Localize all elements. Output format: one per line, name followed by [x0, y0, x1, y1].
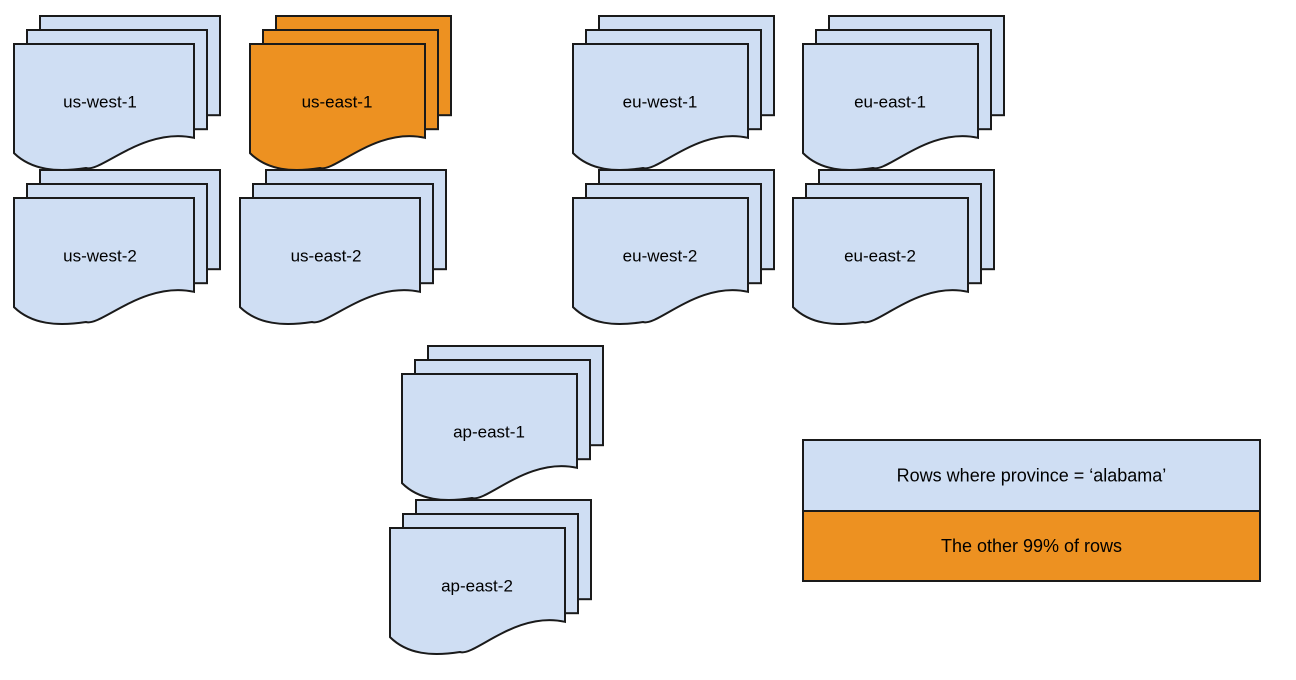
stack-layer-front	[572, 43, 749, 171]
stack-layer-front	[792, 197, 969, 325]
stack-layer-front	[249, 43, 426, 171]
document-stack-us-west-1[interactable]: us-west-1	[13, 15, 221, 171]
stack-layer-front	[13, 197, 195, 325]
document-stack-eu-east-2[interactable]: eu-east-2	[792, 169, 995, 325]
document-stack-eu-west-1[interactable]: eu-west-1	[572, 15, 775, 171]
stack-layer-front	[389, 527, 566, 655]
document-stack-eu-west-2[interactable]: eu-west-2	[572, 169, 775, 325]
stack-layer-front	[239, 197, 421, 325]
stack-layer-front	[401, 373, 578, 501]
stack-layer-front	[572, 197, 749, 325]
stack-layer-front	[802, 43, 979, 171]
document-stack-ap-east-2[interactable]: ap-east-2	[389, 499, 592, 655]
legend-group: Rows where province = ‘alabama’ The other…	[802, 439, 1261, 582]
legend-row-other-label: The other 99% of rows	[941, 536, 1122, 556]
document-stack-us-east-1[interactable]: us-east-1	[249, 15, 452, 171]
document-stack-ap-east-1[interactable]: ap-east-1	[401, 345, 604, 501]
document-stack-us-west-2[interactable]: us-west-2	[13, 169, 221, 325]
legend-row-other	[802, 510, 1261, 582]
legend-row-alabama-label: Rows where province = ‘alabama’	[897, 465, 1167, 485]
stack-layer-front	[13, 43, 195, 171]
document-stack-eu-east-1[interactable]: eu-east-1	[802, 15, 1005, 171]
document-stack-us-east-2[interactable]: us-east-2	[239, 169, 447, 325]
legend-row-alabama	[802, 439, 1261, 512]
